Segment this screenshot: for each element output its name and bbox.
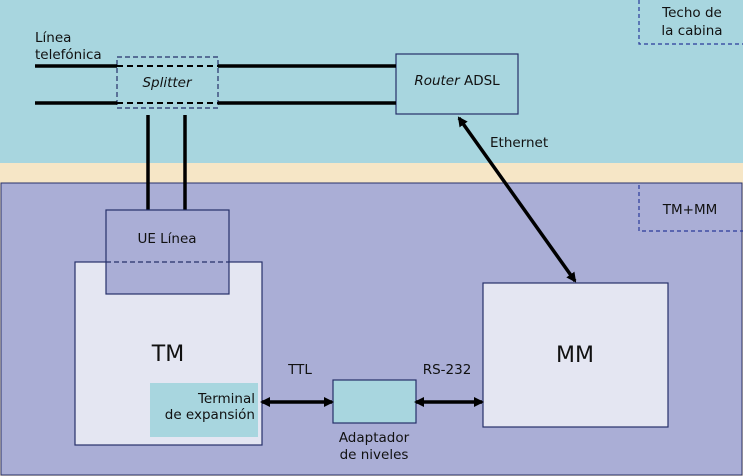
- splitter-label: Splitter: [142, 75, 193, 91]
- ethernet-arrow: [457, 116, 577, 283]
- phone-line-label-line1: Línea: [35, 30, 71, 46]
- phone-line-label-line2: telefónica: [35, 47, 102, 63]
- cabin-roof-zone: [0, 0, 743, 163]
- tm-label: TM: [151, 342, 184, 367]
- mm-label: MM: [556, 343, 594, 368]
- adaptador-label-line1: Adaptador: [339, 430, 410, 446]
- mm-box: [482, 282, 669, 428]
- cabin-roof-zone-label: Techo de la cabina: [638, 0, 743, 45]
- terminal-expansion-box: [150, 383, 258, 437]
- adaptador-label-line2: de niveles: [340, 447, 409, 463]
- ue-linea-box: [105, 209, 230, 295]
- rs232-label: RS-232: [423, 362, 472, 378]
- router-box: [395, 53, 519, 115]
- ttl-label: TTL: [287, 362, 312, 378]
- tm-mm-label: TM+MM: [662, 202, 718, 218]
- adaptador-box: [332, 379, 417, 424]
- terminal-label-line2: de expansión: [165, 407, 255, 423]
- cabin-roof-label-line2: la cabina: [661, 23, 722, 39]
- zone-gap-band: [0, 163, 743, 183]
- ethernet-label: Ethernet: [490, 135, 548, 151]
- router-label: Router ADSL: [414, 73, 500, 89]
- cabin-roof-label-line1: Techo de: [661, 5, 722, 21]
- ue-linea-label: UE Línea: [137, 231, 196, 247]
- terminal-label-line1: Terminal: [197, 391, 255, 407]
- tm-mm-zone-label: TM+MM: [638, 185, 743, 232]
